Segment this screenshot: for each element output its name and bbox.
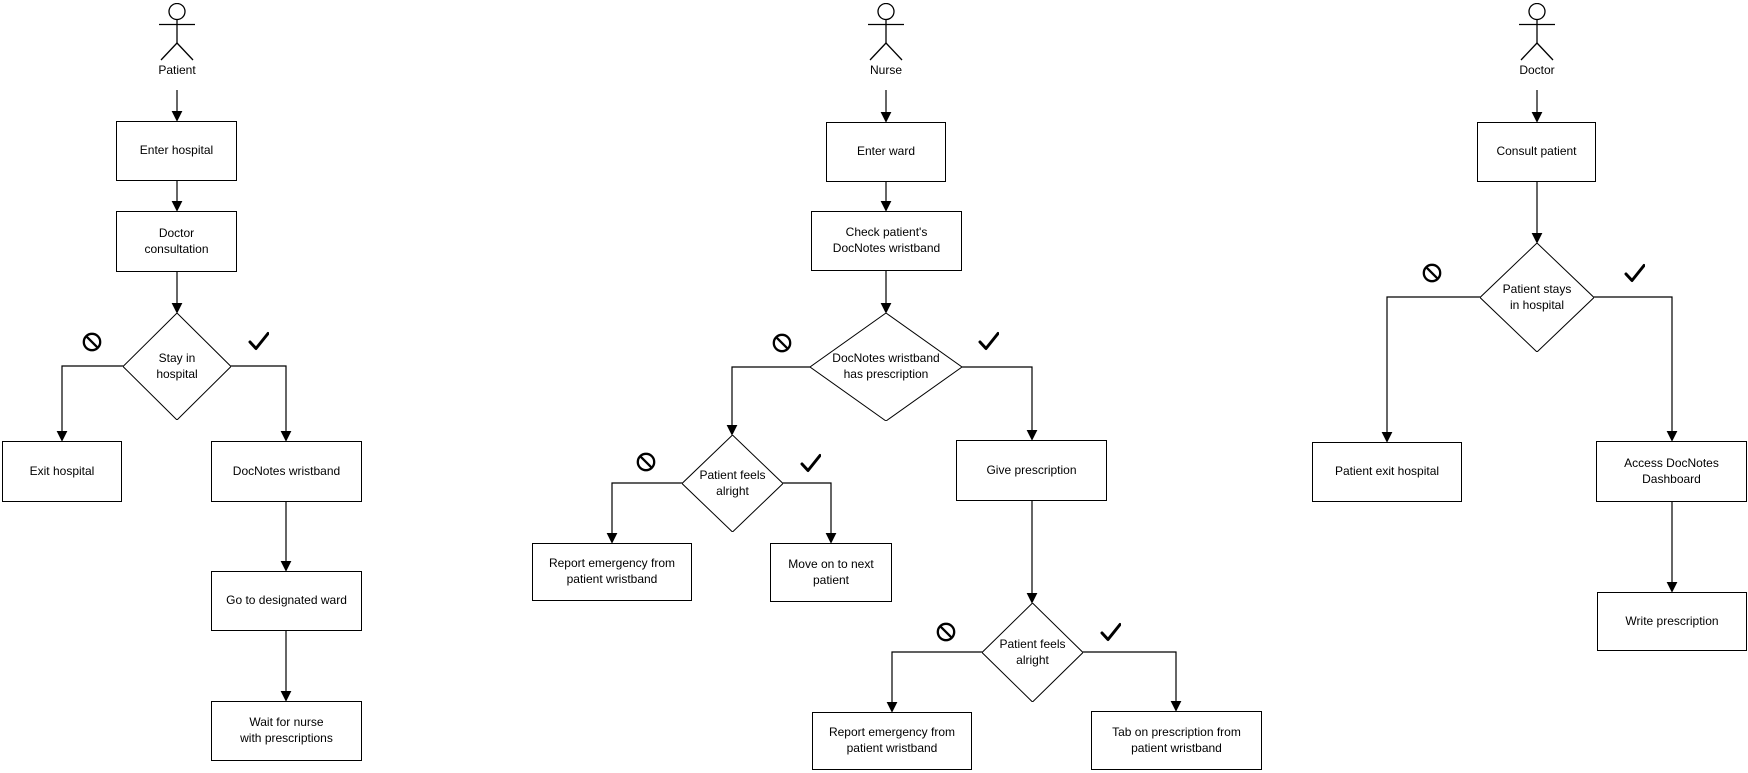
arrow-feels-no-to-report-left	[606, 482, 682, 544]
arrow-feels-no-to-report-right	[886, 651, 982, 713]
checkmark-icon	[248, 332, 269, 350]
patient-actor-icon	[159, 3, 195, 61]
decision-stay-in-hospital: Stay in hospital	[123, 313, 231, 420]
arrow-stay-no-to-exit-hospital	[56, 365, 123, 442]
arrow-prescription-yes-to-give	[962, 366, 1038, 441]
nurse-actor-icon	[868, 3, 904, 61]
process-tab-on-prescription: Tab on prescription from patient wristba…	[1091, 711, 1262, 770]
process-enter-hospital: Enter hospital	[116, 121, 237, 181]
doctor-actor-label: Doctor	[1519, 63, 1555, 77]
checkmark-icon	[800, 454, 821, 472]
arrow-stays-no-to-exit	[1381, 296, 1480, 443]
process-patient-exit-hospital: Patient exit hospital	[1312, 442, 1462, 502]
decision-label: Patient stays in hospital	[1502, 281, 1572, 312]
decision-label: Patient feels alright	[999, 636, 1066, 667]
diamond-shape	[1480, 243, 1594, 352]
arrow-feels-yes-to-tab-prescription	[1083, 651, 1182, 712]
no-entry-icon	[1422, 263, 1442, 283]
patient-actor-label: Patient	[158, 63, 196, 77]
process-wait-for-nurse: Wait for nurse with prescriptions	[211, 701, 362, 761]
diamond-shape	[810, 313, 962, 421]
checkmark-icon	[978, 332, 999, 350]
no-entry-icon	[772, 333, 792, 353]
process-move-on-next-patient: Move on to next patient	[770, 543, 892, 602]
process-access-docnotes-dashboard: Access DocNotes Dashboard	[1596, 441, 1747, 502]
process-doctor-consultation: Doctor consultation	[116, 211, 237, 272]
arrow-stay-yes-to-wristband	[231, 365, 292, 442]
diamond-shape	[682, 435, 783, 532]
arrow-feels-yes-to-move-on	[783, 482, 837, 544]
checkmark-icon	[1100, 623, 1121, 641]
decision-patient-feels-alright-right: Patient feels alright	[982, 603, 1083, 702]
diamond-shape	[982, 603, 1083, 702]
decision-patient-feels-alright-left: Patient feels alright	[682, 435, 783, 532]
decision-wristband-has-prescription: DocNotes wristband has prescription	[810, 313, 962, 421]
no-entry-icon	[936, 622, 956, 642]
process-consult-patient: Consult patient	[1477, 122, 1596, 182]
diamond-shape	[123, 313, 231, 420]
process-write-prescription: Write prescription	[1597, 592, 1747, 651]
process-docnotes-wristband: DocNotes wristband	[211, 441, 362, 502]
checkmark-icon	[1624, 264, 1645, 282]
doctor-actor-icon	[1519, 3, 1555, 61]
decision-label: Patient feels alright	[699, 467, 766, 498]
decision-label: DocNotes wristband has prescription	[832, 351, 940, 381]
nurse-actor-label: Nurse	[869, 63, 902, 77]
decision-label: Stay in hospital	[156, 350, 198, 381]
process-go-to-designated-ward: Go to designated ward	[211, 571, 362, 631]
process-report-emergency-left: Report emergency from patient wristband	[532, 543, 692, 601]
process-exit-hospital: Exit hospital	[2, 441, 122, 502]
arrow-prescription-no-to-feels-alright	[726, 366, 810, 436]
process-report-emergency-right: Report emergency from patient wristband	[812, 712, 972, 770]
arrow-stays-yes-to-dashboard	[1594, 296, 1678, 442]
process-check-wristband: Check patient's DocNotes wristband	[811, 211, 962, 271]
decision-patient-stays-in-hospital: Patient stays in hospital	[1480, 243, 1594, 352]
no-entry-icon	[82, 332, 102, 352]
no-entry-icon	[636, 452, 656, 472]
process-give-prescription: Give prescription	[956, 440, 1107, 501]
process-enter-ward: Enter ward	[826, 122, 946, 182]
